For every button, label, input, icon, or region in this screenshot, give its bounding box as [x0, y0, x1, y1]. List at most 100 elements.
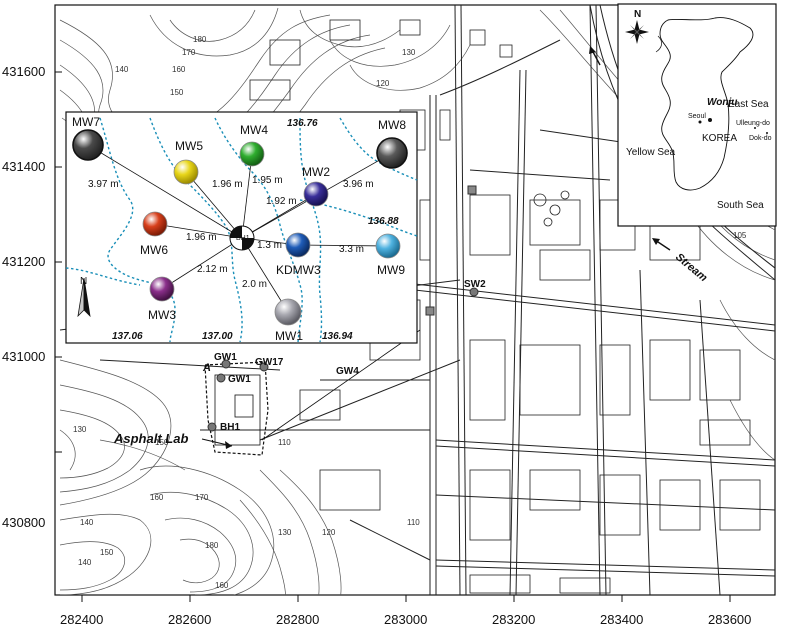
contour-label: 160: [150, 493, 164, 502]
north-arrow-icon: [77, 277, 91, 318]
well-kdmw3[interactable]: [285, 232, 311, 258]
inset-east-sea: East Sea: [728, 99, 769, 110]
gw4-marker[interactable]: [425, 306, 435, 316]
distance-mw9: 3.3 m: [339, 244, 364, 255]
distance-mw7: 3.97 m: [88, 179, 119, 190]
x-tick-label: 283600: [708, 612, 751, 627]
well-layout-inset: BH1 MW7 MW5 MW4 MW8 MW2 MW6 KDMW3 MW9 MW…: [65, 111, 418, 344]
asphalt-lab-label: Asphalt Lab: [113, 431, 188, 446]
contour-label: 140: [78, 558, 92, 567]
asphalt-lab-site: [204, 329, 421, 456]
gw17-label: GW17: [255, 357, 284, 368]
well-label-mw4: MW4: [240, 123, 268, 137]
contour-labels: 180 170 160 150 140 120 130 110 105 170 …: [73, 35, 747, 590]
contour-label: 150: [170, 88, 184, 97]
contour-label: 130: [278, 528, 292, 537]
x-tick-label: 283000: [384, 612, 427, 627]
inset-seoul: Seoul: [688, 113, 706, 120]
contour-label: 105: [733, 231, 747, 240]
distance-mw3: 2.12 m: [197, 264, 228, 275]
compass-rose-icon: [625, 20, 649, 44]
point-a-label: A: [202, 362, 211, 374]
head-value: 137.06: [112, 331, 143, 342]
well-label-mw8: MW8: [378, 118, 406, 132]
contour-label: 170: [195, 493, 209, 502]
y-tick-label: 430800: [2, 515, 45, 530]
well-mw9[interactable]: [375, 233, 401, 259]
site-marker: [467, 185, 477, 195]
distance-mw4: 1.95 m: [252, 175, 283, 186]
sampling-points: GW1 GW1 GW17 GW4 BH1 SW2 A Asphalt Lab: [113, 185, 486, 449]
contour-label: 120: [376, 79, 390, 88]
y-tick-label: 431000: [2, 349, 45, 364]
y-tick-label: 431600: [2, 64, 45, 79]
distance-mw5: 1.96 m: [212, 179, 243, 190]
well-label-mw6: MW6: [140, 243, 168, 257]
gw17-marker[interactable]: [259, 362, 269, 372]
inset-wonju: Wonju: [707, 97, 737, 108]
x-tick-label: 282400: [60, 612, 103, 627]
contour-label: 130: [402, 48, 416, 57]
contour-label: 110: [278, 438, 291, 447]
x-tick-label: 283400: [600, 612, 643, 627]
dokdo-marker: [766, 132, 768, 134]
bh1-marker[interactable]: [207, 422, 217, 432]
gw4-label: GW4: [336, 366, 359, 377]
distance-labels: 3.97 m 1.96 m 1.95 m 3.96 m 1.92 m 1.96 …: [88, 175, 374, 290]
seoul-marker: [698, 120, 702, 124]
contour-label: 160: [215, 581, 229, 590]
roads: [59, 5, 775, 595]
well-mw7[interactable]: [72, 129, 104, 161]
contour-label: 160: [172, 65, 186, 74]
well-mw5[interactable]: [173, 159, 199, 185]
korea-peninsula: [659, 17, 754, 191]
well-mw8[interactable]: [376, 137, 408, 169]
north-arrow-label: N: [80, 276, 87, 287]
contour-label: 170: [182, 48, 196, 57]
x-tick-label: 282800: [276, 612, 319, 627]
contour-label: 150: [155, 438, 169, 447]
head-contours: [65, 117, 418, 343]
center-well-bh1[interactable]: BH1: [229, 225, 255, 251]
bh1-label: BH1: [220, 422, 240, 433]
well-mw1[interactable]: [274, 298, 302, 326]
contour-label: 180: [193, 35, 207, 44]
gw1-label: GW1: [214, 352, 237, 363]
contour-label: 110: [407, 518, 420, 527]
gw1-marker[interactable]: [221, 359, 231, 369]
gw1-label-2: GW1: [228, 374, 251, 385]
distance-kdmw3: 1.3 m: [257, 240, 282, 251]
contour-label: 180: [205, 541, 219, 550]
sw2-marker[interactable]: [469, 287, 479, 297]
head-value: 136.76: [287, 118, 318, 129]
well-labels: MW7 MW5 MW4 MW8 MW2 MW6 KDMW3 MW9 MW3 MW…: [72, 115, 406, 343]
well-label-mw3: MW3: [148, 308, 176, 322]
y-axis: 431600 431400 431200 431000 430800: [2, 64, 62, 530]
well-mw4[interactable]: [239, 141, 265, 167]
well-label-mw1: MW1: [275, 329, 303, 343]
y-tick-label: 431400: [2, 159, 45, 174]
well-mw2[interactable]: [303, 181, 329, 207]
inset-dokdo: Dok-do: [749, 135, 772, 142]
well-label-kdmw3: KDMW3: [276, 263, 321, 277]
well-label-mw2: MW2: [302, 165, 330, 179]
gw1-marker-2[interactable]: [216, 373, 226, 383]
head-value: 136.94: [322, 331, 353, 342]
x-tick-label: 283200: [492, 612, 535, 627]
distance-mw1: 2.0 m: [242, 279, 267, 290]
wells: [72, 129, 408, 326]
contour-label: 140: [115, 65, 129, 74]
well-label-mw5: MW5: [175, 139, 203, 153]
inset-korea: KOREA: [702, 133, 737, 144]
distance-mw6: 1.96 m: [186, 232, 217, 243]
x-tick-label: 282600: [168, 612, 211, 627]
head-value: 137.00: [202, 331, 233, 342]
well-mw3[interactable]: [149, 276, 175, 302]
contour-label: 150: [100, 548, 114, 557]
center-well-label: BH1: [236, 235, 250, 242]
y-tick-label: 431200: [2, 254, 45, 269]
head-value: 136.88: [368, 216, 399, 227]
inset-north: N: [634, 9, 641, 20]
distance-mw8: 3.96 m: [343, 179, 374, 190]
well-mw6[interactable]: [142, 211, 168, 237]
